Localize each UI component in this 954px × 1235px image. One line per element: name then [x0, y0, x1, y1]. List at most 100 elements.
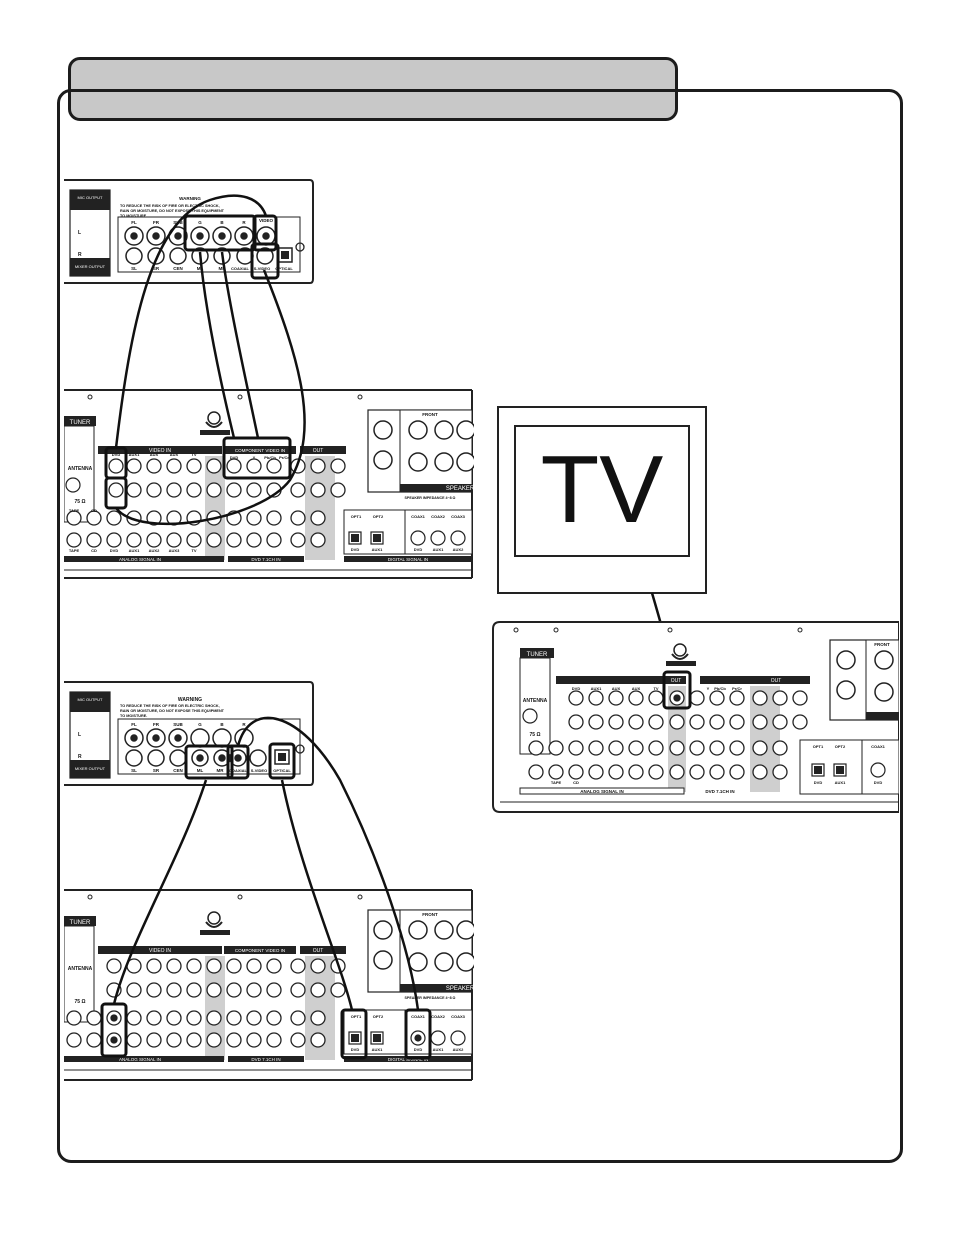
coax-aux1-label: AUX1	[433, 547, 444, 552]
ch-sr-label: SR	[153, 266, 160, 271]
ch-b-label-2: B	[220, 722, 224, 727]
antenna-label-3: ANTENNA	[523, 698, 548, 704]
r3-opt2-label: OPT2	[835, 744, 846, 749]
video-tv-label: TV	[191, 452, 196, 457]
warning-line-1: TO REDUCE THE RISK OF FIRE OR ELECTRIC S…	[120, 204, 220, 208]
out-label-3: OUT	[771, 678, 782, 684]
mixer-output-label: MIXER OUTPUT	[75, 264, 106, 269]
video-aux-label: AUX	[150, 452, 159, 457]
tv-label-2: TV	[191, 548, 196, 553]
out-label-2: OUT	[313, 948, 324, 954]
opt-dvd-label: DVD	[351, 547, 360, 552]
ch-cen-label: CEN	[173, 266, 183, 271]
video-dvd-label: DVD	[112, 452, 121, 457]
ch-ml-label: ML	[197, 266, 204, 271]
tuner-label: TUNER	[70, 420, 91, 426]
ch-r-label: R	[242, 220, 246, 225]
video-out-label: VIDEO	[259, 218, 274, 223]
warning-line-1b: TO REDUCE THE RISK OF FIRE OR ELECTRIC S…	[120, 704, 220, 708]
r3-aux-label-2: AUX	[632, 686, 641, 691]
cables-top	[114, 194, 306, 526]
front-label: FRONT	[422, 412, 438, 417]
speakers-label-2: SPEAKERS	[446, 986, 478, 992]
ohm-label-2: 75 Ω	[75, 999, 86, 1005]
dvd-jacks-bottom	[124, 728, 267, 767]
warning-line-2: RAIN OR MOISTURE, DO NOT EXPOSE THIS EQU…	[120, 209, 225, 213]
front-label-2: FRONT	[422, 912, 438, 917]
coax3-label: COAX3	[451, 514, 466, 519]
mixer-output-label-2: MIXER OUTPUT	[75, 766, 106, 771]
tv-out-label: OUT	[671, 678, 682, 684]
r3-tape-label: TAPE	[551, 780, 562, 785]
coax-aux2-label: AUX2	[453, 547, 464, 552]
speakers-label: SPEAKERS	[446, 486, 478, 492]
ch-sl-label: SL	[131, 266, 137, 271]
receiver-jacks-bottom	[66, 958, 346, 1048]
r3-y-label: Y	[707, 686, 710, 691]
side-l-label: L	[78, 230, 81, 236]
comp-y-label: Y	[253, 455, 256, 460]
dvd-label-2: DVD	[110, 548, 119, 553]
cables-bottom	[112, 716, 420, 1011]
ch-mr-label: MR	[219, 266, 227, 271]
warning-title: WARNING	[179, 196, 201, 201]
mic-output-label-2: MIC OUTPUT	[78, 697, 103, 702]
coax-aux2-label-2: AUX2	[453, 1047, 464, 1052]
r3-aux1-label: AUX1	[591, 686, 602, 691]
optical-label: OPTICAL	[275, 266, 293, 271]
ch-ml-label-2: ML	[197, 768, 204, 773]
coax3-label-2: COAX3	[451, 1014, 466, 1019]
warning-line-2b: RAIN OR MOISTURE, DO NOT EXPOSE THIS EQU…	[120, 709, 225, 713]
ch-b-label: B	[220, 220, 224, 225]
digital-signal-in-label-2: DIGITAL SIGNAL IN	[388, 1057, 428, 1062]
ch-fl-label-2: FL	[131, 722, 137, 727]
comp-dvd-label: DVD	[230, 455, 239, 460]
receiver-jacks-right	[528, 690, 808, 780]
opt-aux1-label: AUX1	[372, 547, 383, 552]
brand-logo-2	[200, 911, 230, 935]
brand-logo	[200, 411, 230, 435]
r3-pr-label: Pr/Cr	[732, 686, 742, 691]
video-in-label: VIDEO IN	[149, 448, 171, 454]
dvd-player-panel-top: MIC OUTPUT MIXER OUTPUT L R WARNING TO R…	[64, 179, 314, 284]
dvd-71ch-label-3: DVD 7.1CH IN	[705, 789, 734, 794]
ch-fr-label: FR	[153, 220, 160, 225]
opt2-label: OPT2	[373, 514, 384, 519]
tv-panel: TV	[497, 406, 707, 594]
speaker-impedance-label: SPEAKER IMPEDANCE 4~8 Ω	[405, 496, 456, 500]
tv-label: TV	[541, 436, 664, 543]
video-aux-label-2: AUX	[170, 452, 179, 457]
content-frame	[57, 89, 903, 1163]
ch-sub-label-2: SUB	[173, 722, 183, 727]
video-in-label-2: VIDEO IN	[149, 948, 171, 954]
r3-cd-label: CD	[573, 780, 579, 785]
ch-g-label-2: G	[198, 722, 202, 727]
cd-label-2: CD	[91, 548, 97, 553]
coax1-label-2: COAX1	[411, 1014, 426, 1019]
r3-pb-label: Pb/Cb	[714, 686, 726, 691]
dvd-71ch-in-label: DVD 7.1CH IN	[251, 557, 280, 562]
speaker-impedance-label-2: SPEAKER IMPEDANCE 4~8 Ω	[405, 996, 456, 1000]
analog-signal-in-label: ANALOG SIGNAL IN	[119, 557, 161, 562]
tuner-label-3: TUNER	[527, 652, 548, 658]
front-label-3: FRONT	[874, 642, 890, 647]
coax-dvd-label: DVD	[414, 547, 423, 552]
ch-g-label: G	[198, 220, 202, 225]
warning-line-3: TO MOISTURE.	[120, 214, 147, 218]
comp-pb-label: Pb/Cb	[264, 455, 276, 460]
analog-signal-label-3: ANALOG SIGNAL IN	[580, 789, 623, 794]
optical-label-2: OPTICAL	[273, 768, 291, 773]
antenna-label-2: ANTENNA	[68, 966, 93, 972]
opt1-label-2: OPT1	[351, 1014, 362, 1019]
r3-opt1-label: OPT1	[813, 744, 824, 749]
cd-label: CD	[91, 508, 97, 513]
aux1-label-2: AUX1	[129, 548, 140, 553]
comp-pr-label: Pr/Cr	[279, 455, 289, 460]
out-label: OUT	[313, 448, 324, 454]
ch-cen-label-2: CEN	[173, 768, 183, 773]
coax2-label-2: COAX2	[431, 1014, 446, 1019]
ch-sr-label-2: SR	[153, 768, 160, 773]
r3-opt-aux1-label: AUX1	[835, 780, 846, 785]
receiver-panel-bottom: TUNER ANTENNA 75 Ω VIDEO IN COMPONENT VI…	[64, 889, 478, 1082]
